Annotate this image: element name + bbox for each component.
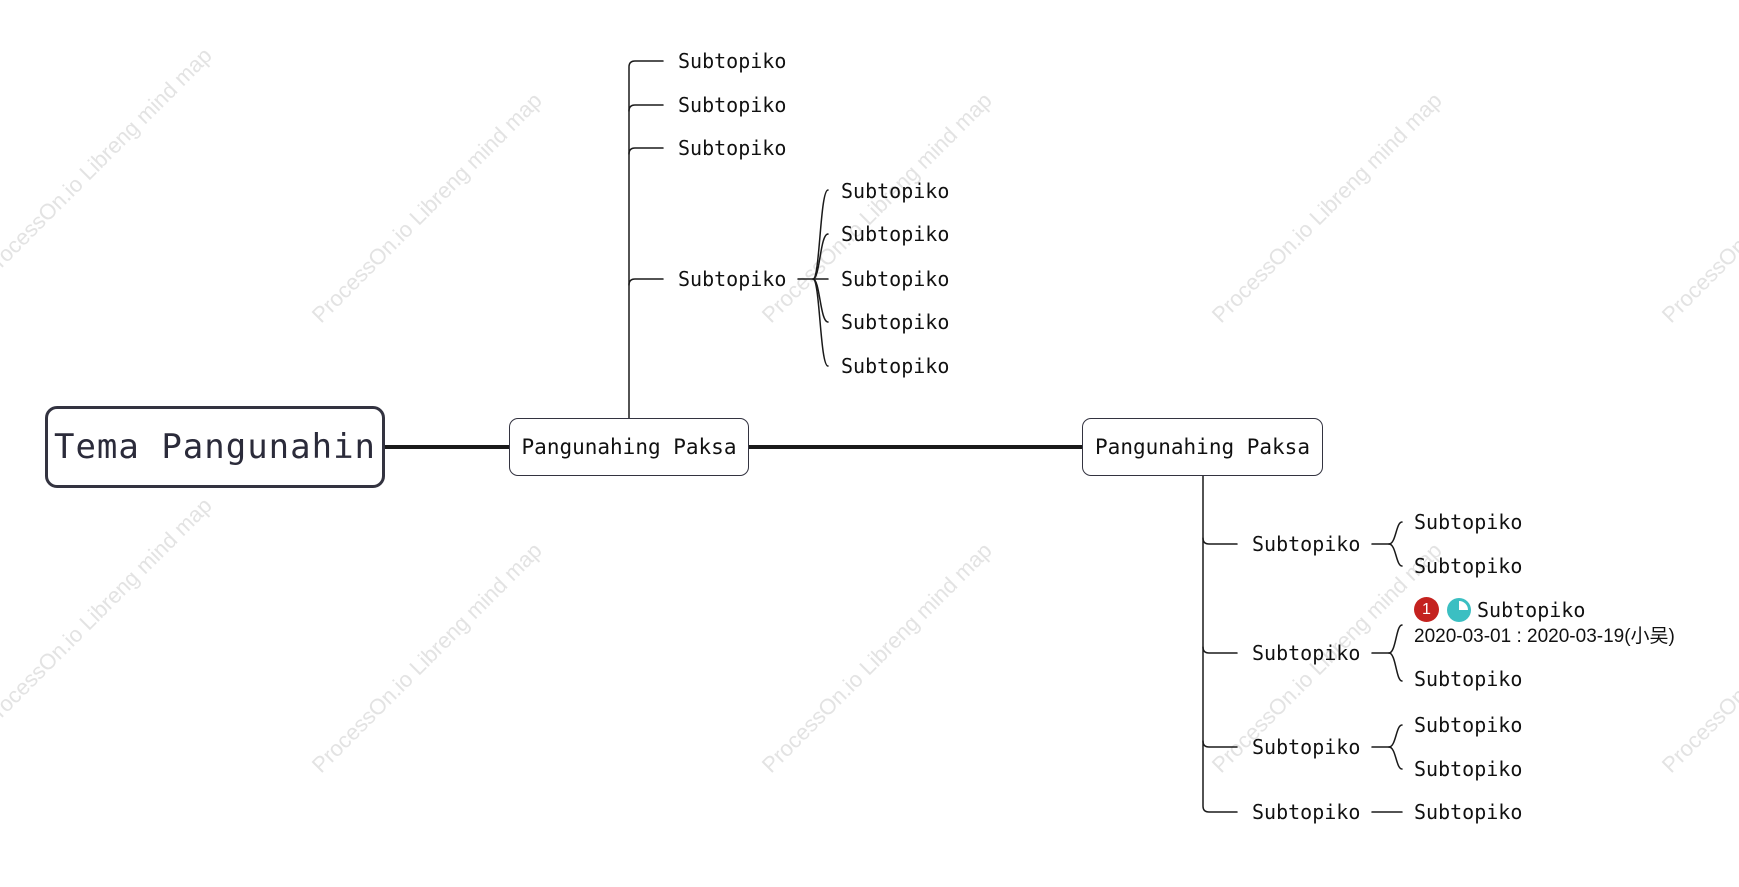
subtopic-b2-1[interactable]: Subtopiko [1252,532,1361,556]
subtopic-b2-g4-1[interactable]: Subtopiko [1414,800,1523,824]
progress-icon [1447,597,1471,622]
main-topic-2[interactable]: Pangunahing Paksa [1082,418,1323,476]
connector-b1-sub2 [628,104,664,112]
main-topic-1[interactable]: Pangunahing Paksa [509,418,749,476]
subtopic-b2-g3-2[interactable]: Subtopiko [1414,757,1523,781]
connector-b2-sub4 [1202,475,1238,813]
subtopic-b1-3[interactable]: Subtopiko [678,136,787,160]
connector-b1-sub3 [628,147,664,155]
subtopic-b1-nested-2[interactable]: Subtopiko [841,222,950,246]
subtopic-b2-g2-rich[interactable]: 1 Subtopiko [1414,597,1585,622]
connector-b2-sub3 [1202,740,1238,748]
date-range: 2020-03-01 : 2020-03-19(小吴) [1414,626,1675,647]
connector-b2-sub1 [1202,537,1238,545]
subtopic-b2-g2-rich-label: Subtopiko [1477,597,1586,622]
connector-b1-nested5 [812,278,829,367]
subtopic-b2-4[interactable]: Subtopiko [1252,800,1361,824]
subtopic-b1-2[interactable]: Subtopiko [678,93,787,117]
root-topic[interactable]: Tema Pangunahin [45,406,385,488]
connector-b1-sub1 [628,60,664,419]
priority-badge: 1 [1414,597,1439,622]
subtopic-b1-4[interactable]: Subtopiko [678,267,787,291]
subtopic-b1-nested-3[interactable]: Subtopiko [841,267,950,291]
connector-b2-g3-a [1388,724,1403,748]
subtopic-b2-g3-1[interactable]: Subtopiko [1414,713,1523,737]
connector-b1-sub4 [628,278,664,286]
connector-b2-g2-a [1388,624,1403,654]
connector-b2-g1-b [1388,543,1403,567]
subtopic-b1-nested-5[interactable]: Subtopiko [841,354,950,378]
subtopic-b2-g2-2[interactable]: Subtopiko [1414,667,1523,691]
connector-b2-sub2 [1202,646,1238,654]
subtopic-b1-1[interactable]: Subtopiko [678,49,787,73]
subtopic-b2-g1-1[interactable]: Subtopiko [1414,510,1523,534]
connector-b1-nested2 [812,233,829,280]
connector-b2-g3-b [1388,746,1403,770]
subtopic-b1-nested-4[interactable]: Subtopiko [841,310,950,334]
subtopic-b2-2[interactable]: Subtopiko [1252,641,1361,665]
connector-b2-g1-a [1388,521,1403,545]
subtopic-b1-nested-1[interactable]: Subtopiko [841,179,950,203]
connector-b2-g2-b [1388,652,1403,682]
subtopic-b2-3[interactable]: Subtopiko [1252,735,1361,759]
subtopic-b2-g1-2[interactable]: Subtopiko [1414,554,1523,578]
